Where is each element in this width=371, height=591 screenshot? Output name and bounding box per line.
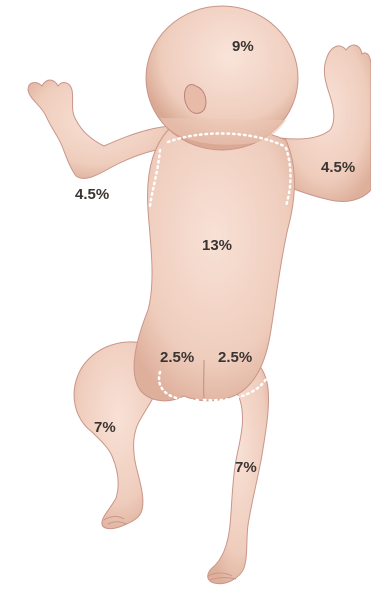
right-buttock-percentage: 2.5% [218,349,252,366]
left-buttock-percentage: 2.5% [160,349,194,366]
left-arm-percentage: 4.5% [75,186,109,203]
head [146,6,298,150]
left-leg-percentage: 7% [94,419,116,436]
back-percentage: 13% [202,237,232,254]
head-percentage: 9% [232,38,254,55]
right-leg-percentage: 7% [235,459,257,476]
right-arm-percentage: 4.5% [321,159,355,176]
